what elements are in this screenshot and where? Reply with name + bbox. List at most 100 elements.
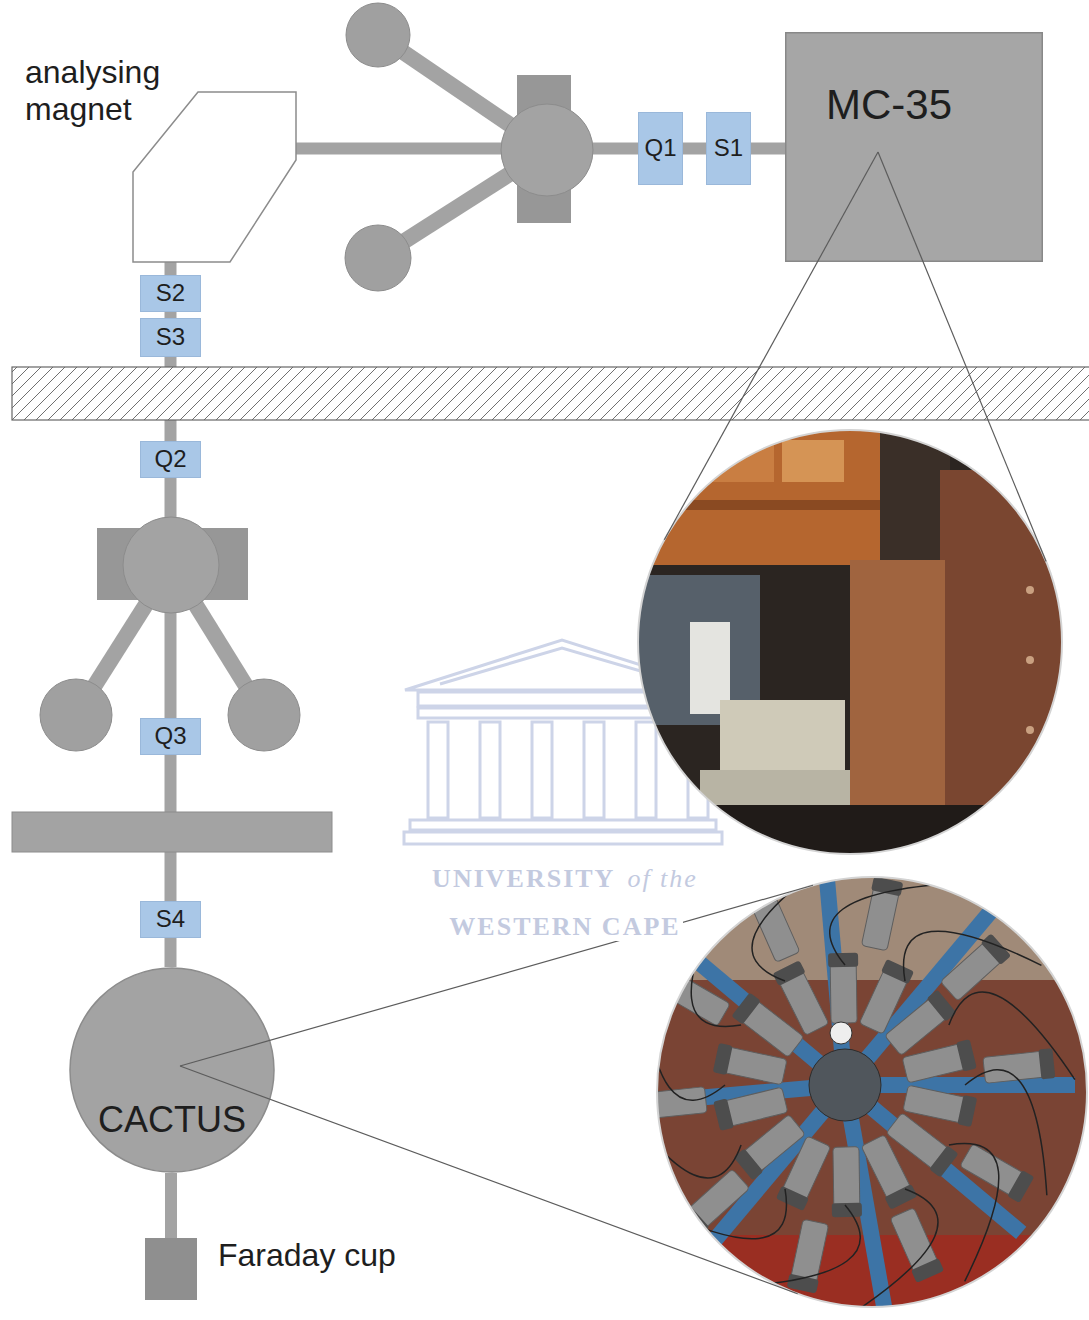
faraday-cup-outline [145,1238,197,1300]
cable [949,1144,999,1282]
shielding-wall [12,367,1089,420]
watermark-text: UNIVERSITY [430,864,617,893]
watermark-logo-part [636,722,656,818]
watermark-logo-part [480,722,500,818]
photo-frame [657,877,1087,1307]
beam-pipe [165,1173,177,1238]
quadrupole-box: Q3 [140,718,201,755]
cable [691,889,741,1027]
switching-magnet-top-part [501,104,593,196]
element-label: S4 [156,905,185,934]
steerer-box: S3 [140,318,201,357]
switching-magnet-bottom-part [123,517,219,613]
cyclotron-photo [630,420,1070,875]
detector-cylinder [888,1207,944,1283]
shielding-wall-part [12,367,1089,420]
cable [904,931,1042,981]
cyclotron-photo-part [1026,586,1034,594]
detector-cylinder [713,1085,788,1131]
beam-pipe [751,143,785,155]
watermark-text: WESTERN CAPE [447,912,682,941]
detector-cylinder-part [884,1184,917,1210]
steerer-box: S1 [706,112,751,185]
detector-cylinder-part [686,1169,749,1230]
cable [965,1070,1047,1196]
detector-cylinder-part [957,1095,977,1127]
watermark-text: of the [625,864,700,893]
detector-cylinder [902,1039,977,1085]
detector-cylinder-part [713,1098,734,1130]
switching-magnet-bottom-part [40,679,112,751]
zoom-line [878,152,1046,561]
switching-magnet-top-part [346,3,410,67]
detector-cylinder [959,1142,1035,1203]
cyclotron-photo-part [1026,656,1034,664]
cable [752,855,840,981]
cable [735,1205,861,1287]
cyclotron-photo-part [1026,516,1034,524]
detector-cylinder [679,1168,751,1237]
analysing-magnet-outline [133,92,296,262]
watermark-logo-part [428,722,448,818]
detector-cylinder-part [881,959,914,984]
detector-cylinder-part [833,1147,860,1209]
detector-cylinder [903,1083,978,1127]
detector-cylinder-part [956,1039,977,1071]
cable [615,1090,741,1178]
detector-cylinder-part [830,961,857,1023]
detector-cylinder-part [656,967,683,1000]
magnet-label: analysing magnet [25,54,185,128]
cyclotron-box: MC-35 [785,32,1043,262]
beam-pipe [165,938,177,967]
detector-photo-part [830,1022,852,1044]
watermark-logo-part [404,832,722,844]
detector-cylinder-part [828,953,858,967]
cyclotron-label: MC-35 [826,80,1084,130]
detector-array-circle-outline [69,967,275,1173]
cyclotron-photo-part [642,440,704,482]
watermark-logo-part [410,820,716,830]
zoom-line [664,152,878,540]
quadrupole-box: Q1 [638,112,683,185]
cable [830,883,956,965]
detector-photo-part [650,870,1089,980]
analysing-magnet: analysing magnet [133,92,296,262]
cup-label: Faraday cup [218,1236,270,1274]
detector-cylinder-part [643,1087,707,1119]
beam-pipe [683,143,706,155]
zoom-line [180,1066,798,1294]
cyclotron-photo-part [1026,726,1034,734]
element-label: S2 [156,279,185,308]
detector-photo [615,855,1089,1320]
detector-cylinder-part [1007,1170,1034,1203]
detector-cylinder-part [832,1203,862,1217]
detector-cylinder [746,887,802,963]
detector-cylinder-part [983,1051,1047,1083]
cable [949,992,1075,1080]
photo-frame [638,430,1062,854]
watermark-logo-part [584,722,604,818]
detector-cylinder [787,1219,831,1294]
faraday-cup: Faraday cup [145,1238,197,1300]
beam-pipe [165,262,177,275]
zoom-line [180,885,813,1066]
detector-cylinder-part [713,1043,733,1075]
detector-cylinder-part [679,1205,709,1237]
switching-magnet-bottom [40,517,300,751]
detector-array-circle: CACTUS [69,967,275,1173]
detector-cylinder [859,876,903,951]
switching-magnet-bottom-part [228,679,300,751]
beam-bar [12,812,332,852]
watermark-line: UNIVERSITY of the [400,864,730,894]
cable [649,1189,787,1239]
detector-label: CACTUS [69,1098,275,1141]
detector-cylinder [859,1134,917,1210]
element-label: Q3 [154,722,186,751]
cyclotron-photo-part [630,420,1070,870]
detector-cylinder [939,933,1011,1002]
cyclotron-photo-part [700,770,850,810]
detector-cylinder-part [773,960,806,986]
cyclotron-photo-part [782,440,844,482]
element-label: Q2 [154,445,186,474]
